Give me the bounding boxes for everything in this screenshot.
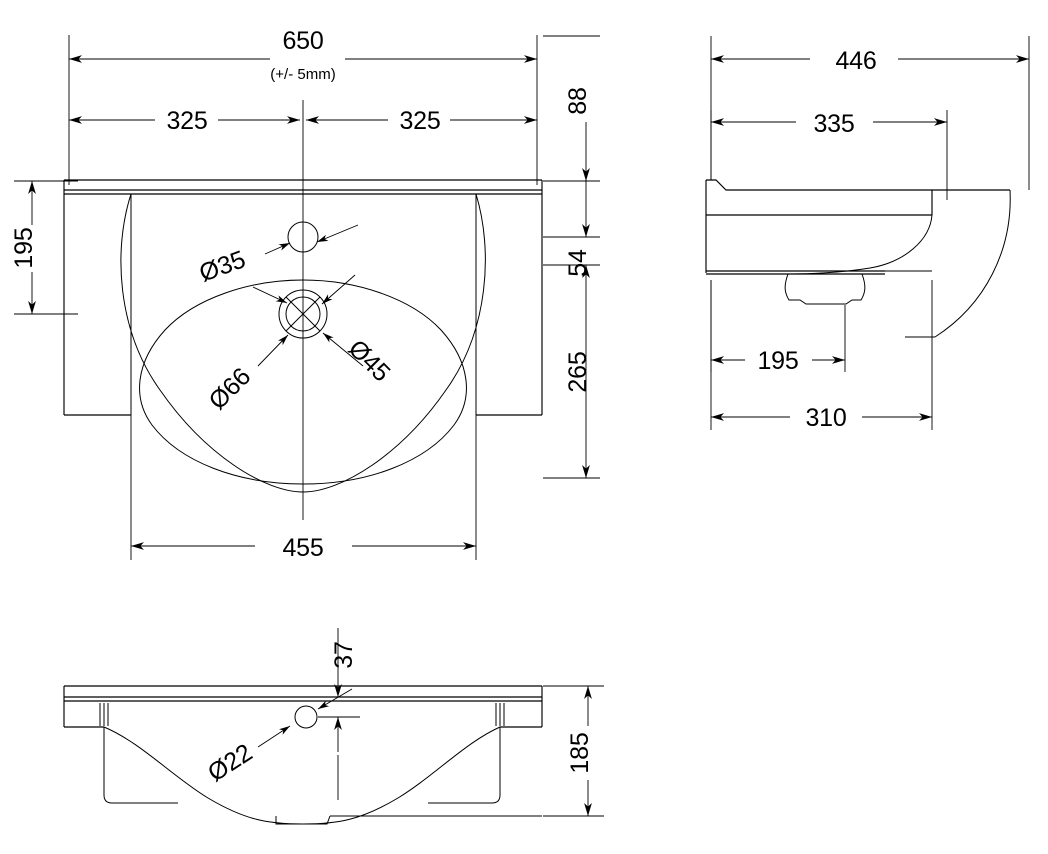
- dim-tolerance-label: (+/- 5mm): [270, 66, 335, 83]
- dim-265-label: 265: [564, 351, 592, 392]
- dim-455-label: 455: [282, 534, 323, 562]
- front-plan-view: 650 (+/- 5mm) 325 325 195: [10, 27, 600, 562]
- dim-335: 335: [710, 110, 948, 200]
- dim-335-label: 335: [813, 110, 854, 138]
- dim-195-front-label: 195: [10, 227, 38, 268]
- dim-310: 310: [710, 280, 933, 432]
- dim-88: 88: [564, 87, 592, 181]
- dia-66-leader: Ø66: [203, 286, 289, 415]
- dia-22-leader: Ø22: [203, 688, 353, 788]
- dim-54-label: 54: [564, 249, 592, 277]
- dim-185: 185: [543, 685, 604, 817]
- dim-195-side: 195: [710, 280, 846, 375]
- dim-37: 37: [330, 628, 358, 752]
- dim-195-front: 195: [10, 180, 78, 315]
- dia-35-leader: Ø35: [196, 224, 359, 288]
- dia-45-label: Ø45: [343, 334, 396, 387]
- dim-265: 265: [564, 292, 592, 478]
- dim-455: 455: [130, 400, 477, 562]
- waste-hole-circles: [278, 289, 328, 339]
- dim-650-label: 650: [282, 27, 323, 55]
- bottom-basin-outline: [63, 685, 543, 825]
- dim-325-left-label: 325: [166, 107, 207, 135]
- side-basin-outline: [705, 179, 1011, 338]
- side-view: 446 335 195 310: [705, 36, 1030, 432]
- overflow-hole-circle: [294, 705, 360, 729]
- dia-45-leader: Ø45: [321, 274, 396, 387]
- dim-185-label: 185: [566, 732, 594, 773]
- dim-650: 650 (+/- 5mm): [68, 27, 538, 185]
- dia-22-label: Ø22: [203, 739, 257, 788]
- dim-325-right-label: 325: [399, 107, 440, 135]
- dim-37-label: 37: [330, 641, 358, 668]
- dim-446-label: 446: [835, 47, 876, 75]
- dim-446: 446: [710, 36, 1030, 190]
- dia-66-label: Ø66: [203, 362, 256, 415]
- dim-195-side-label: 195: [757, 347, 798, 375]
- bottom-section-view: Ø22 37 185: [63, 628, 604, 825]
- dim-325-right: 325: [306, 107, 537, 135]
- dim-325-left: 325: [69, 107, 300, 135]
- dim-right-stack: 88 54 265: [543, 35, 600, 479]
- dim-310-label: 310: [805, 404, 846, 432]
- dim-88-label: 88: [564, 87, 592, 114]
- dia-35-label: Ø35: [196, 245, 249, 287]
- dim-54: 54: [564, 181, 592, 292]
